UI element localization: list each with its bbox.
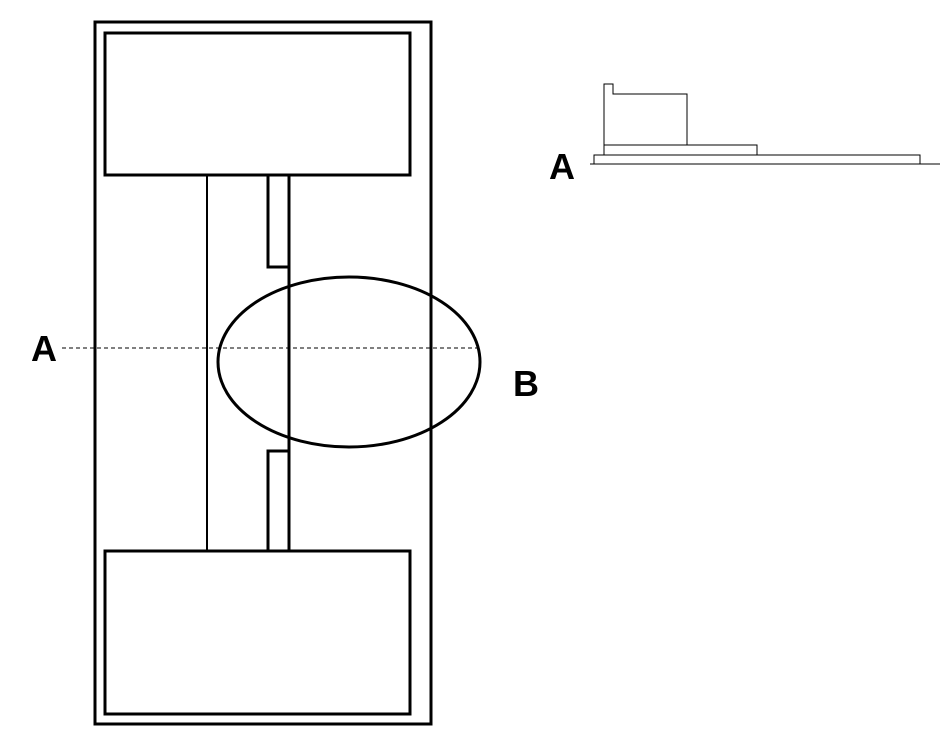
upper-notch	[266, 176, 289, 269]
section-view-a	[590, 83, 940, 165]
plan-view	[62, 20, 482, 726]
section-view-label: A	[549, 146, 575, 187]
section-raised-block	[603, 83, 688, 145]
bottom-pad	[103, 549, 412, 716]
top-pad	[103, 31, 412, 177]
detail-b-label: B	[513, 363, 539, 404]
section-mid-layer	[603, 144, 758, 156]
lower-notch	[266, 449, 289, 551]
section-substrate	[593, 154, 921, 165]
outer-frame	[93, 20, 433, 726]
section-a-label: A	[31, 328, 57, 369]
detail-b-ellipse	[216, 275, 482, 449]
